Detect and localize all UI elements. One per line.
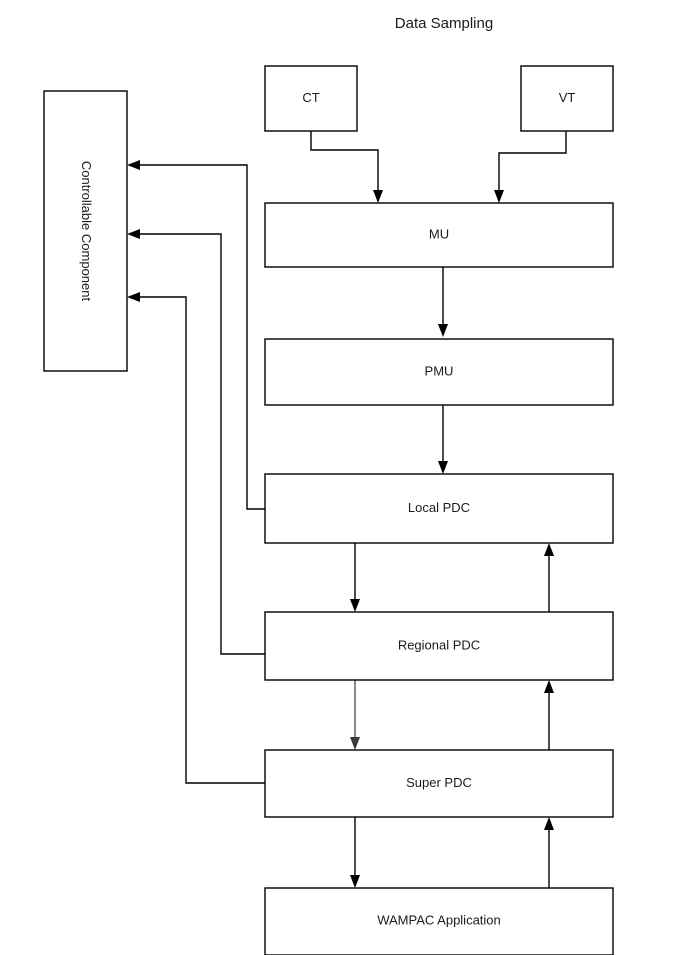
edge-pmu-to-local-pdc: [438, 404, 448, 474]
vt-label: VT: [559, 90, 576, 105]
edge-regional-pdc-to-controllable-component: [127, 229, 266, 655]
node-pmu[interactable]: PMU: [264, 338, 614, 406]
wampac-application-label: WAMPAC Application: [377, 912, 501, 927]
controllable-component-box[interactable]: [43, 90, 128, 372]
ct-box[interactable]: [264, 65, 358, 132]
pmu-label: PMU: [425, 363, 454, 378]
page-title: Data Sampling: [395, 15, 493, 32]
edge-local-pdc-to-regional-pdc: [350, 542, 360, 612]
edge-super-pdc-to-regional-pdc: [544, 680, 554, 751]
node-regional-pdc[interactable]: Regional PDC: [264, 611, 614, 681]
edge-ct-to-mu: [310, 130, 383, 203]
local-pdc-label: Local PDC: [408, 500, 470, 515]
edge-regional-pdc-to-super-pdc: [350, 679, 360, 750]
controllable-component-label: Controllable Component: [79, 161, 94, 302]
regional-pdc-box[interactable]: [264, 611, 614, 681]
edge-mu-to-pmu: [438, 266, 448, 337]
regional-pdc-label: Regional PDC: [398, 637, 480, 652]
wampac-application-box[interactable]: [264, 887, 614, 955]
super-pdc-label: Super PDC: [406, 775, 472, 790]
local-pdc-box[interactable]: [264, 473, 614, 544]
node-wampac-application[interactable]: WAMPAC Application: [264, 887, 614, 955]
node-ct[interactable]: CT: [264, 65, 358, 132]
mu-label: MU: [429, 226, 449, 241]
vt-box[interactable]: [520, 65, 614, 132]
edge-local-pdc-to-controllable-component: [127, 160, 266, 510]
edge-wampac-application-to-super-pdc: [544, 817, 554, 889]
node-mu[interactable]: MU: [264, 202, 614, 268]
pmu-box[interactable]: [264, 338, 614, 406]
super-pdc-box[interactable]: [264, 749, 614, 818]
edge-vt-to-mu: [494, 130, 567, 203]
edge-regional-pdc-to-local-pdc: [544, 543, 554, 613]
edge-super-pdc-to-wampac-application: [350, 816, 360, 888]
node-super-pdc[interactable]: Super PDC: [264, 749, 614, 818]
edge-super-pdc-to-controllable-component: [127, 292, 266, 784]
mu-box[interactable]: [264, 202, 614, 268]
node-controllable-component[interactable]: Controllable Component: [43, 90, 128, 372]
node-vt[interactable]: VT: [520, 65, 614, 132]
node-local-pdc[interactable]: Local PDC: [264, 473, 614, 544]
ct-label: CT: [302, 90, 319, 105]
